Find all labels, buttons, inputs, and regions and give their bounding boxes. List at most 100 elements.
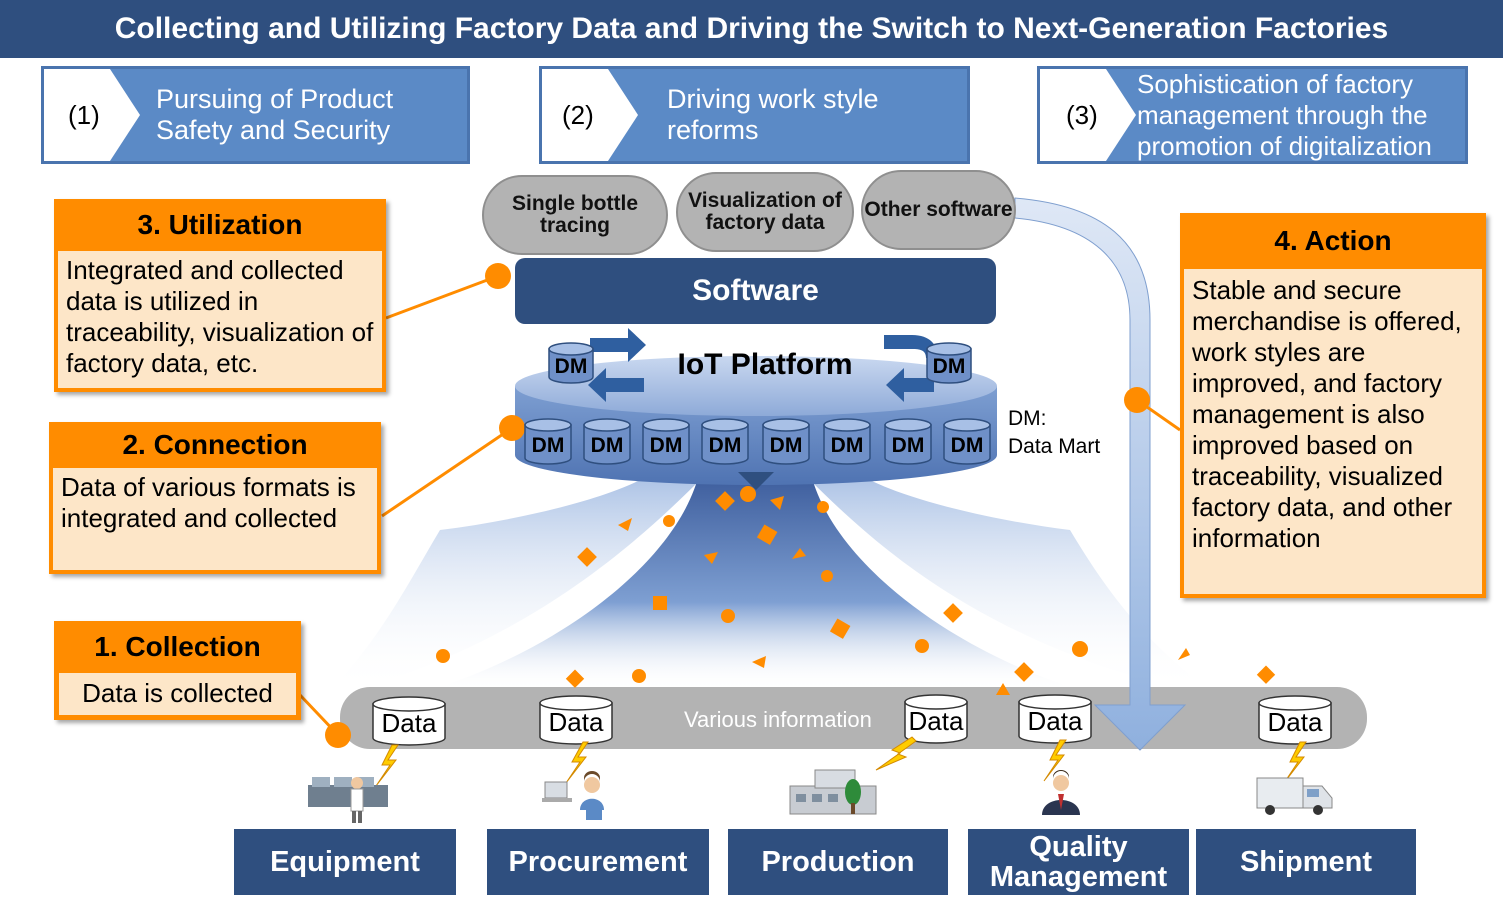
platform-top (515, 356, 997, 416)
connector-dot (325, 722, 351, 748)
data-mart-cylinder: DM (823, 418, 871, 466)
department-shipment: Shipment (1196, 829, 1416, 895)
lightning-icon (375, 744, 399, 787)
database-icon (762, 418, 810, 465)
arrow-left-icon (588, 368, 644, 402)
lightning-icon (565, 741, 589, 784)
database-icon (524, 418, 572, 465)
data-funnel (430, 470, 1080, 690)
chevron-arrow-icon (542, 69, 638, 161)
database-icon (926, 342, 972, 384)
department-production: Production (728, 829, 948, 895)
funnel-wing-left (330, 480, 700, 690)
department-equipment: Equipment (234, 829, 456, 895)
connector-dot (499, 415, 525, 441)
factory-building-icon (789, 769, 877, 815)
step-heading: 2. Connection (49, 422, 381, 468)
department-procurement: Procurement (487, 829, 709, 895)
dm-label: DM (531, 434, 565, 457)
goal-2: (2) Driving work style reforms (539, 66, 970, 164)
database-icon (372, 696, 446, 746)
database-icon (701, 418, 749, 465)
step-description: Integrated and collected data is utilize… (58, 251, 382, 388)
database-icon (1018, 694, 1092, 744)
data-mart-cylinder: DM (583, 418, 631, 466)
data-mart-cylinder: DM (926, 342, 972, 384)
step-description: Data of various formats is integrated an… (53, 468, 377, 570)
lightning-icon (875, 736, 917, 771)
lightning-icon (1283, 741, 1307, 784)
database-icon (943, 418, 991, 465)
data-mart-cylinder: DM (524, 418, 572, 466)
dm-label: DM (769, 434, 803, 457)
step-utilization: 3. Utilization Integrated and collected … (54, 199, 386, 392)
delivery-truck-icon (1256, 777, 1333, 815)
step-heading: 4. Action (1180, 213, 1486, 269)
data-cylinder-shipment: Data (1258, 695, 1332, 745)
dm-label: DM (590, 434, 624, 457)
equipment-machine-icon (308, 777, 388, 823)
connector-line (385, 274, 499, 320)
database-icon (884, 418, 932, 465)
database-icon (539, 695, 613, 745)
step-action: 4. Action Stable and secure merchandise … (1180, 213, 1486, 598)
data-mart-cylinder: DM (701, 418, 749, 466)
action-arrow (1014, 197, 1187, 751)
office-worker-icon (542, 771, 604, 820)
step-collection: 1. Collection Data is collected (54, 621, 301, 720)
software-bar: Software (515, 258, 996, 324)
step-connection: 2. Connection Data of various formats is… (49, 422, 381, 574)
step-description: Stable and secure merchandise is offered… (1184, 269, 1482, 594)
database-icon (583, 418, 631, 465)
data-particles (436, 486, 1276, 695)
connector-dot (1124, 387, 1150, 413)
chevron-arrow-icon (1040, 69, 1136, 161)
dm-label: DM (950, 434, 984, 457)
connector-line (381, 426, 513, 518)
dm-label: DM (649, 434, 683, 457)
data-mart-cylinder: DM (884, 418, 932, 466)
goal-number: (2) (562, 99, 594, 130)
dm-legend: DM: Data Mart (1008, 405, 1100, 461)
goal-text: Pursuing of Product Safety and Security (156, 84, 394, 145)
data-mart-cylinder: DM (642, 418, 690, 466)
dm-label: DM (932, 355, 966, 378)
connector-dot (485, 263, 511, 289)
data-label: Data (1027, 706, 1083, 736)
database-icon (823, 418, 871, 465)
data-cylinder-production: Data (904, 694, 968, 744)
data-mart-cylinder: DM (548, 342, 594, 384)
goal-1: (1) Pursuing of Product Safety and Secur… (41, 66, 470, 164)
goal-text: Sophistication of factory management thr… (1137, 68, 1432, 161)
software-other: Other software (861, 170, 1016, 250)
arrow-curve-icon (884, 335, 938, 358)
data-cylinder-equipment: Data (372, 696, 446, 746)
data-mart-cylinder: DM (943, 418, 991, 466)
step-description: Data is collected (59, 673, 296, 715)
data-cylinder-procurement: Data (539, 695, 613, 745)
various-information-label: Various information (684, 707, 872, 732)
goal-number: (3) (1066, 99, 1098, 130)
data-label: Data (1267, 707, 1323, 737)
page-title: Collecting and Utilizing Factory Data an… (0, 0, 1503, 58)
businessman-icon (1042, 770, 1080, 815)
data-label: Data (908, 706, 964, 736)
dm-legend-definition: Data Mart (1008, 435, 1101, 458)
database-icon (1258, 695, 1332, 745)
platform-point (738, 472, 774, 490)
software-visualization: Visualization of factory data (676, 172, 854, 252)
chevron-arrow-icon (44, 69, 140, 161)
funnel-wing-right (810, 480, 1210, 690)
arrow-left-icon (886, 368, 934, 402)
dm-legend-term: DM: (1008, 407, 1047, 430)
lightning-icon (1043, 739, 1067, 782)
database-icon (904, 694, 968, 744)
data-label: Data (548, 707, 604, 737)
goal-3: (3) Sophistication of factory management… (1037, 66, 1468, 164)
goal-text: Driving work style reforms (667, 84, 879, 145)
dm-label: DM (708, 434, 742, 457)
dm-label: DM (554, 355, 588, 378)
arrow-right-icon (590, 328, 646, 362)
data-mart-cylinder: DM (762, 418, 810, 466)
